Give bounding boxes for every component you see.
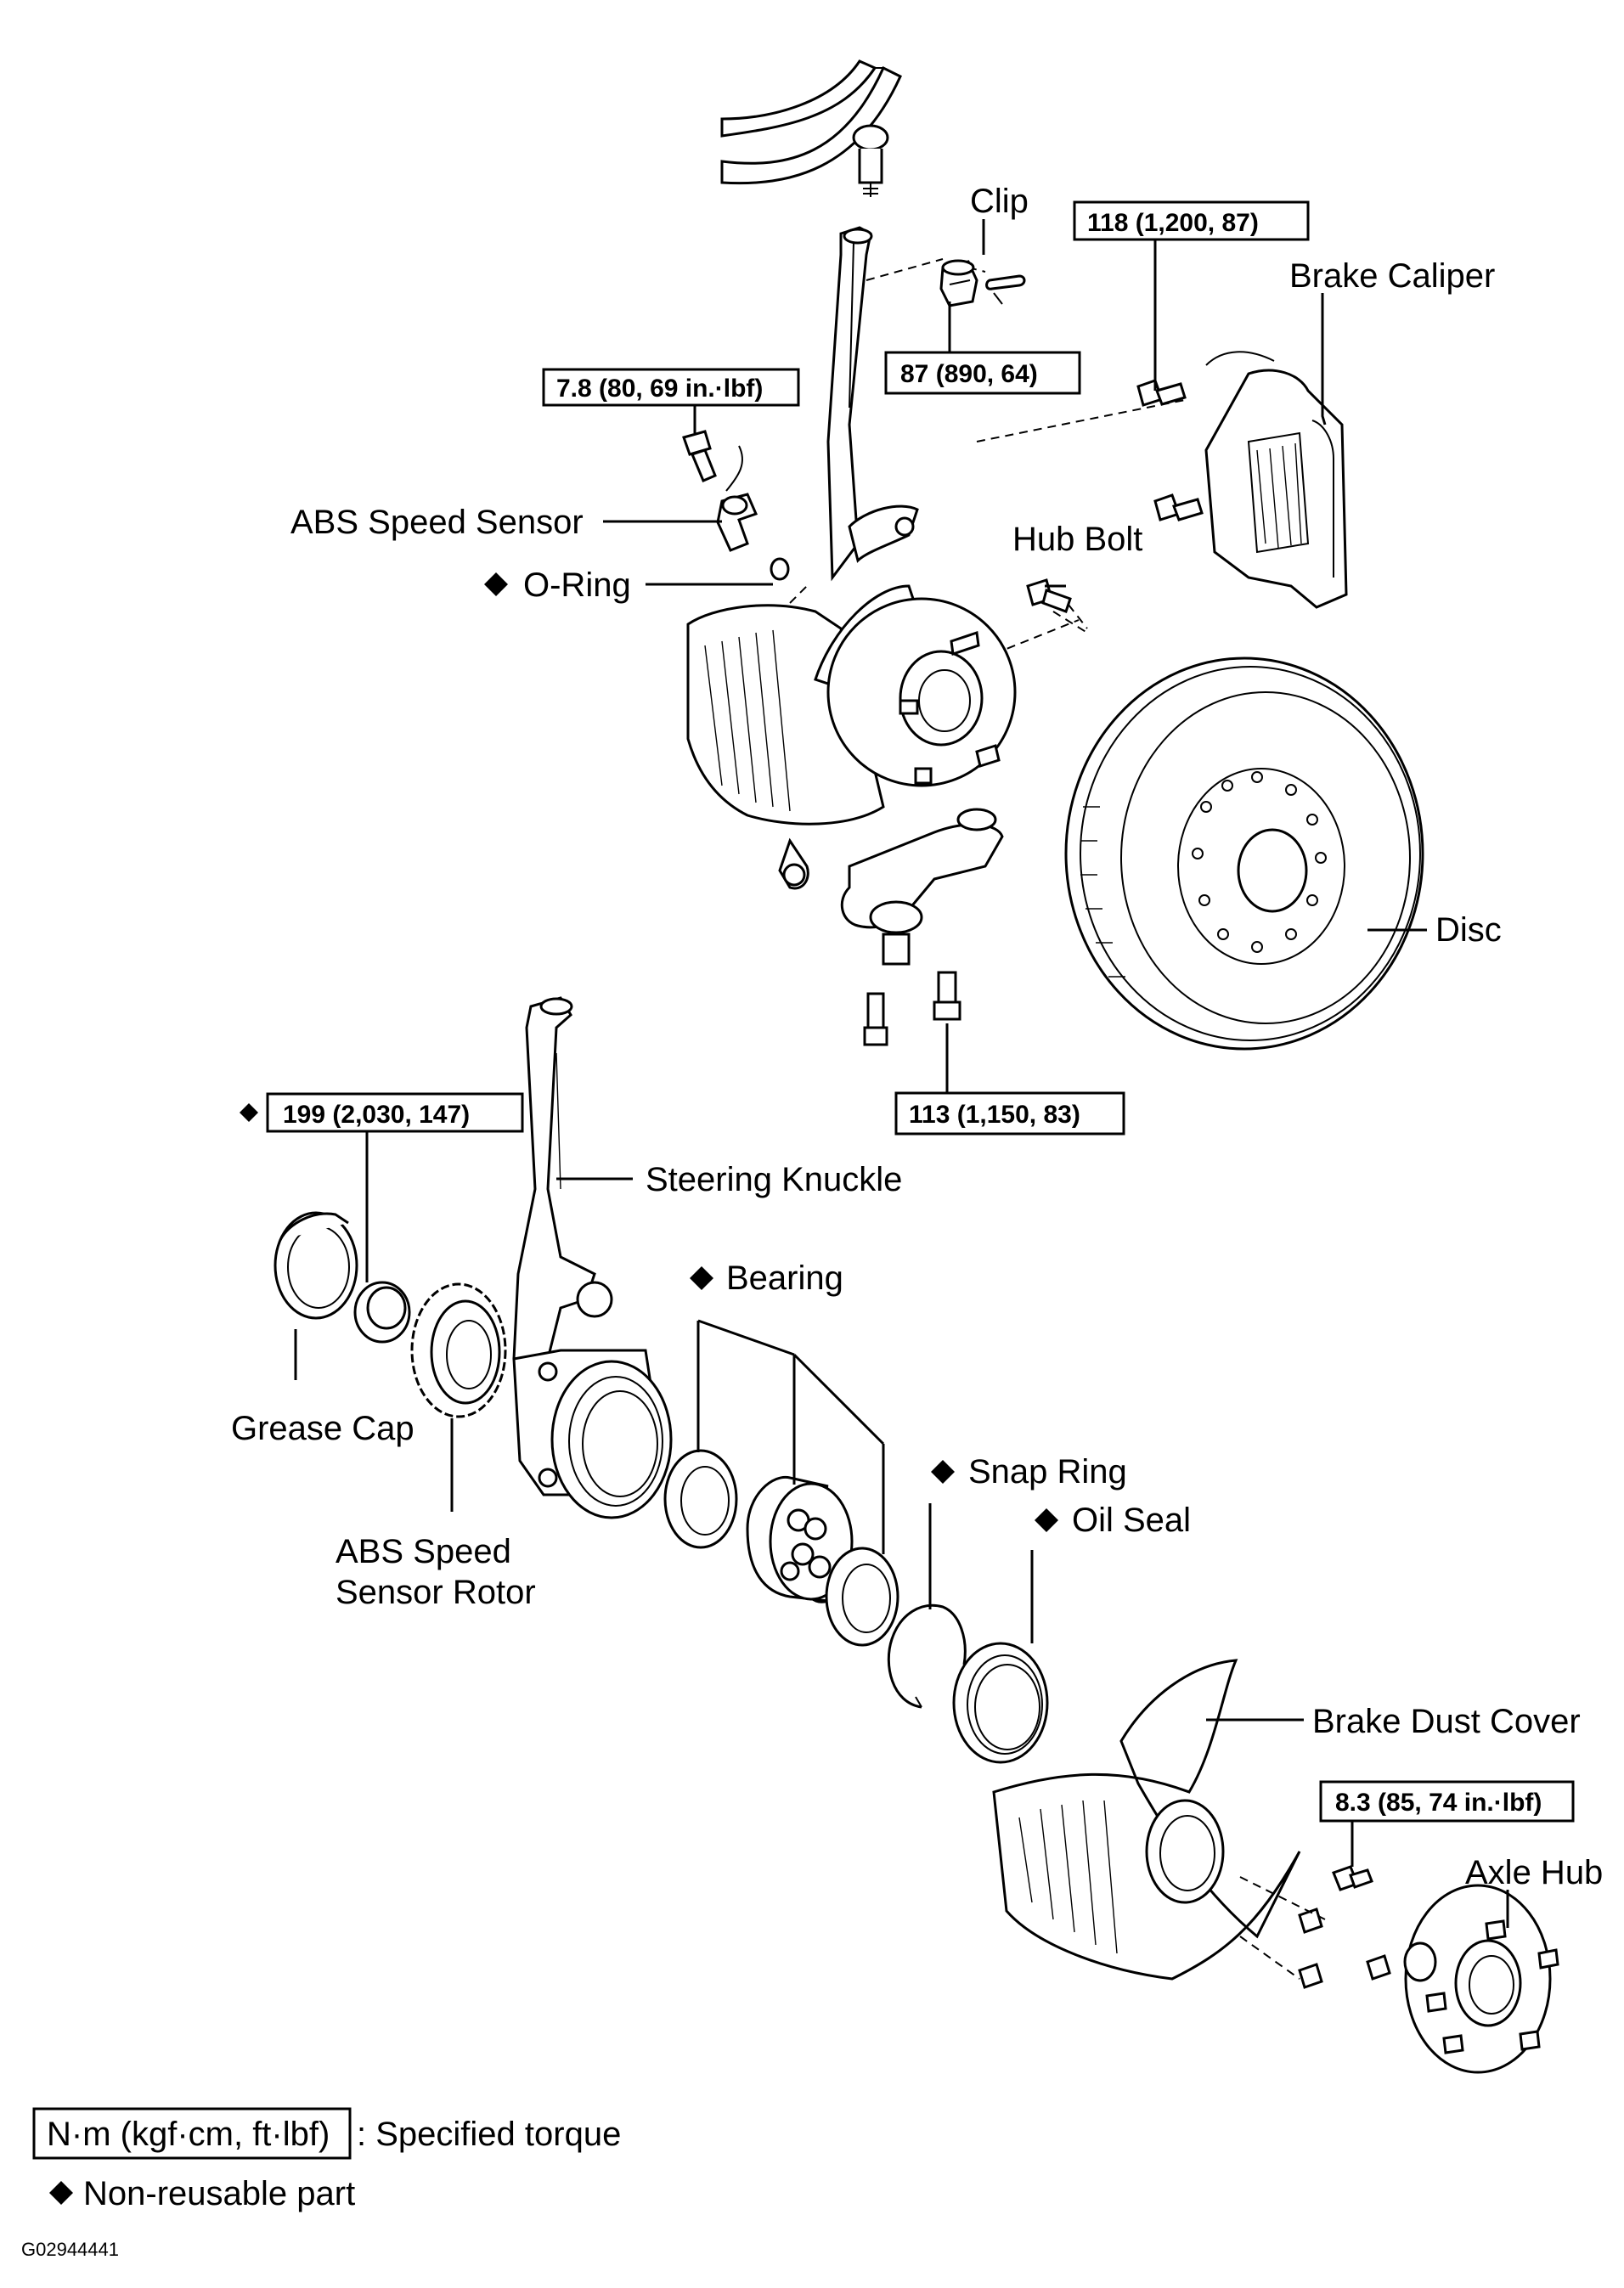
bearing-race-inner [663, 1449, 738, 1549]
legend: N·m (kgf·cm, ft·lbf) : Specified torque … [32, 2107, 621, 2212]
upper-hub [826, 597, 1017, 787]
torque-sensor-bolt: 7.8 (80, 69 in.·lbf) [542, 368, 800, 407]
torque-lower-arm-bolt-value: 113 (1,150, 83) [909, 1101, 1080, 1129]
label-snap-ring-group: Snap Ring [931, 1453, 1127, 1491]
abs-sensor-rotor [410, 1282, 507, 1418]
nonreusable-diamond-icon [931, 1460, 955, 1484]
abs-sensor-bolt [682, 430, 717, 482]
torque-clip-nut-value: 87 (890, 64) [900, 360, 1038, 388]
nonreusable-diamond-icon [49, 2181, 73, 2205]
torque-caliper-bolt: 118 (1,200, 87) [1073, 200, 1310, 241]
label-abs-rotor-line1: ABS Speed [336, 1533, 511, 1570]
lower-ball-joint [778, 808, 1004, 966]
legend-nonreusable: Non-reusable part [83, 2175, 355, 2212]
o-ring-part [770, 557, 790, 581]
torque-sensor-bolt-value: 7.8 (80, 69 in.·lbf) [556, 375, 763, 403]
torque-dust-cover-bolt-value: 8.3 (85, 74 in.·lbf) [1335, 1789, 1542, 1817]
label-grease-cap: Grease Cap [231, 1410, 414, 1447]
lower-arm-bolts [863, 971, 961, 1046]
torque-caliper-bolt-value: 118 (1,200, 87) [1087, 209, 1259, 237]
torque-lower-arm-bolt: 113 (1,150, 83) [894, 1091, 1125, 1136]
label-snap-ring: Snap Ring [968, 1453, 1127, 1491]
abs-speed-sensor [716, 445, 758, 552]
nonreusable-diamond-icon [690, 1266, 713, 1290]
legend-torque-unit: N·m (kgf·cm, ft·lbf) [47, 2116, 330, 2153]
label-abs-speed-sensor: ABS Speed Sensor [290, 504, 584, 541]
nonreusable-diamond-icon [240, 1103, 258, 1122]
label-brake-dust-cover: Brake Dust Cover [1312, 1703, 1581, 1740]
disc-part [1064, 657, 1424, 1051]
clip-part [985, 274, 1026, 305]
label-steering-knuckle: Steering Knuckle [646, 1161, 902, 1198]
label-axle-hub: Axle Hub [1465, 1854, 1603, 1891]
bearing-race-outer [825, 1547, 899, 1647]
nonreusable-diamond-icon [1035, 1508, 1058, 1532]
castle-nut [939, 259, 978, 307]
label-hub-bolt: Hub Bolt [1012, 521, 1142, 558]
axle-hub-part [1403, 1884, 1559, 2074]
upper-control-arm [720, 59, 902, 197]
label-oil-seal-group: Oil Seal [1035, 1502, 1191, 1539]
grease-cap-part [273, 1211, 358, 1320]
label-bearing: Bearing [726, 1260, 843, 1297]
label-abs-rotor-line2: Sensor Rotor [336, 1574, 536, 1611]
torque-dust-cover-bolt: 8.3 (85, 74 in.·lbf) [1319, 1780, 1575, 1823]
steering-knuckle-part [512, 996, 673, 1519]
hub-nut [353, 1281, 411, 1344]
label-oil-seal: Oil Seal [1072, 1502, 1191, 1539]
snap-ring-part [887, 1603, 967, 1709]
torque-clip-nut: 87 (890, 64) [884, 351, 1081, 395]
dust-cover-bolts [1298, 1865, 1391, 1989]
label-clip: Clip [970, 183, 1029, 220]
torque-hub-nut-value: 199 (2,030, 147) [283, 1101, 470, 1129]
label-o-ring: O-Ring [523, 566, 631, 604]
label-disc: Disc [1435, 911, 1502, 949]
nonreusable-diamond-icon [484, 572, 508, 596]
oil-seal-part [952, 1642, 1049, 1764]
caliper-bolts [1136, 379, 1204, 521]
label-bearing-group: Bearing [690, 1260, 843, 1297]
label-o-ring-group: O-Ring [484, 566, 631, 604]
label-brake-caliper: Brake Caliper [1289, 257, 1495, 295]
brake-caliper [1204, 351, 1348, 609]
brake-dust-cover-part [992, 1659, 1301, 1981]
upper-knuckle-arm [826, 226, 873, 582]
legend-torque-desc: : Specified torque [357, 2116, 621, 2153]
torque-hub-nut: 199 (2,030, 147) [240, 1092, 524, 1133]
figure-code: G02944441 [21, 2239, 119, 2260]
